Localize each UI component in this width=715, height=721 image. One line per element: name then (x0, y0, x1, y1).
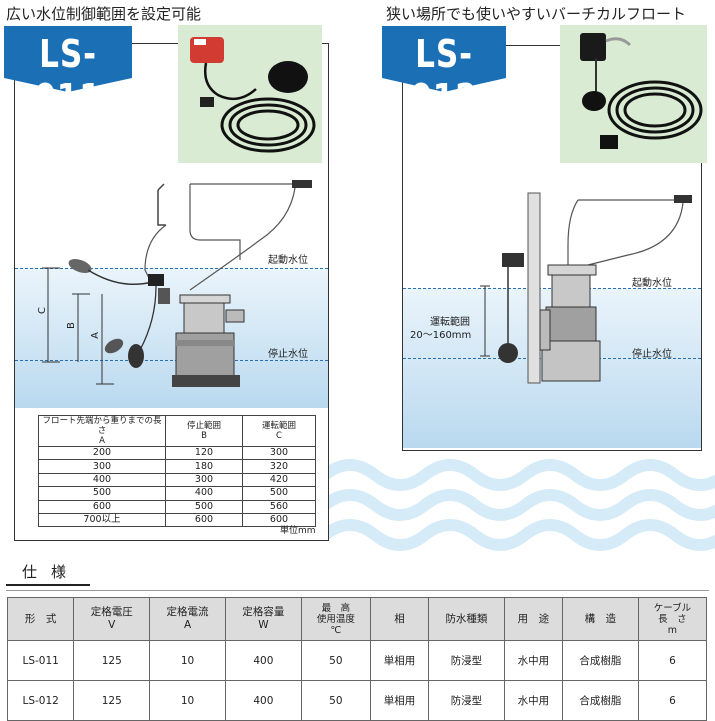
table-cell: 200 (38, 445, 166, 461)
right-range-dimension (480, 285, 490, 357)
table-cell: 500 (165, 499, 243, 514)
table-cell: 125 (73, 640, 151, 681)
dimension-c-label: C (36, 307, 48, 314)
spec-header-temperature: 最 高使用温度℃ (300, 597, 371, 641)
ls011-badge: LS-011 (4, 26, 132, 120)
table-cell: 700以上 (38, 512, 166, 528)
table-cell: 500 (242, 486, 316, 501)
right-headline: 狭い場所でも使いやすいバーチカルフロート (386, 5, 687, 23)
right-stop-level-label: 停止水位 (632, 349, 672, 360)
table-cell: LS-012 (6, 680, 75, 721)
table-cell: 合成樹脂 (561, 640, 639, 681)
table-cell: 125 (73, 680, 151, 721)
table-cell: 120 (165, 445, 243, 461)
unit-label: 単位mm (280, 526, 316, 536)
spec-header-waterproof: 防水種類 (428, 597, 505, 641)
spec-header-phase: 相 (369, 597, 430, 641)
ls012-model-label: LS-012 (410, 32, 478, 120)
ls011-pump-diagram (68, 180, 312, 387)
table-cell: 300 (242, 445, 316, 461)
ls011-product-photo (178, 25, 322, 163)
table-cell: LS-011 (6, 640, 75, 681)
dimension-b-label: B (65, 322, 77, 329)
spec-title: 仕様 (22, 563, 81, 581)
spec-divider (6, 590, 709, 591)
spec-header-structure: 構 造 (561, 597, 639, 641)
table-cell: 単相用 (369, 680, 430, 721)
spec-header-use: 用 途 (503, 597, 563, 641)
table-cell: 50 (300, 680, 371, 721)
spec-header-model: 形 式 (6, 597, 75, 641)
ls012-pump-diagram (498, 192, 692, 384)
table-cell: 400 (224, 640, 302, 681)
table-cell: 400 (165, 486, 243, 501)
table-cell: 10 (149, 680, 226, 721)
table-cell: 単相用 (369, 640, 430, 681)
table-cell: 水中用 (503, 640, 563, 681)
table-cell: 180 (165, 459, 243, 474)
operating-range-label: 運転範囲 (430, 317, 470, 328)
wave-decoration (325, 459, 715, 551)
left-water (15, 268, 328, 408)
table-cell: 防浸型 (428, 680, 505, 721)
dimension-a-label: A (89, 332, 101, 339)
table-cell: 300 (38, 459, 166, 474)
left-headline: 広い水位制御範囲を設定可能 (6, 5, 202, 23)
right-start-level-label: 起動水位 (632, 278, 672, 289)
ls011-model-label: LS-011 (34, 32, 102, 120)
table-cell: 500 (38, 486, 166, 501)
table-cell: 400 (224, 680, 302, 721)
left-dimension-lines (42, 267, 114, 385)
table-cell: 50 (300, 640, 371, 681)
table-cell: 6 (637, 640, 708, 681)
table-cell: 420 (242, 472, 316, 488)
spec-title-underline (6, 584, 90, 586)
table-cell: 560 (242, 499, 316, 514)
table-cell: 400 (38, 472, 166, 488)
table-cell: 防浸型 (428, 640, 505, 681)
ls012-product-photo (560, 25, 707, 163)
table-cell: 600 (242, 512, 316, 528)
table-cell: 300 (165, 472, 243, 488)
table-cell: 600 (165, 512, 243, 528)
table-cell: 600 (38, 499, 166, 514)
table-cell: 6 (637, 680, 708, 721)
left-stop-level-label: 停止水位 (268, 349, 308, 360)
table-cell: 水中用 (503, 680, 563, 721)
left-start-level-label: 起動水位 (268, 255, 308, 266)
ls012-badge: LS-012 (382, 26, 506, 120)
table-cell: 320 (242, 459, 316, 474)
table-cell: 合成樹脂 (561, 680, 639, 721)
operating-range-value: 20～160mm (410, 330, 472, 341)
table-cell: 10 (149, 640, 226, 681)
